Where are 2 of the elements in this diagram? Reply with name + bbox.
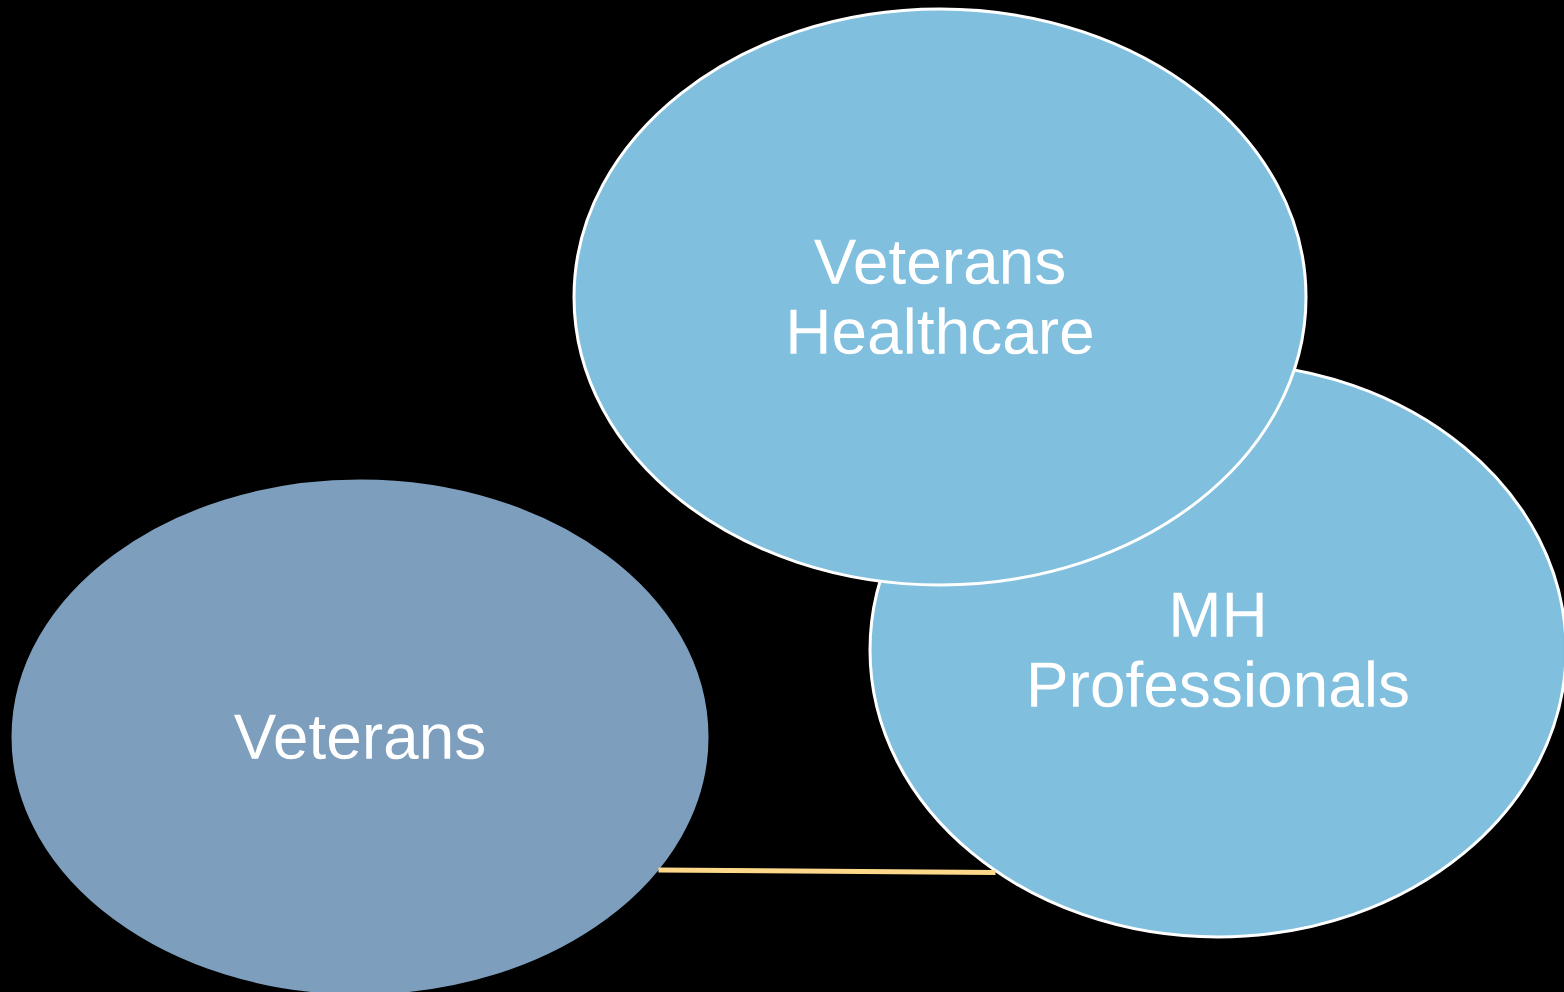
connector-line [658,867,996,875]
node-label: MH Professionals [1031,592,1408,708]
